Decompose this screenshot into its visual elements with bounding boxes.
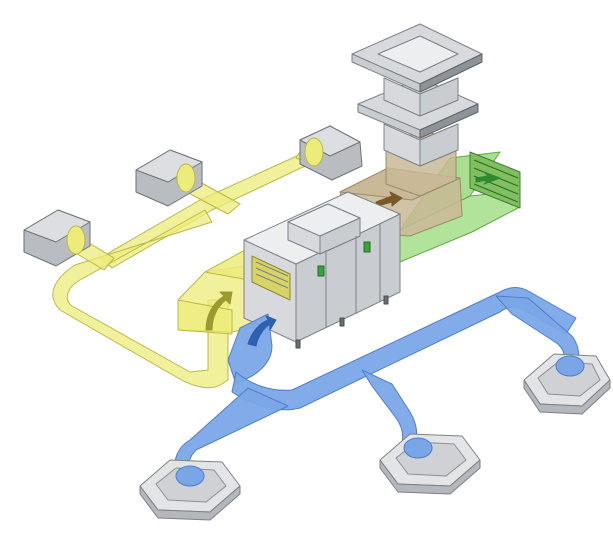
- return-grille-3: [299, 125, 363, 181]
- return-grille-2: [135, 149, 203, 207]
- return-grilles: [23, 125, 363, 267]
- ceiling-diffuser-3: [523, 353, 611, 415]
- ceiling-diffuser-1: [139, 459, 241, 521]
- return-plenum-front: [177, 291, 233, 335]
- supply-branch-middle: [361, 369, 418, 445]
- ahu: [243, 191, 401, 349]
- arrow-icon: [475, 171, 501, 185]
- arrow-icon: [247, 315, 277, 347]
- ceiling-diffusers: [139, 353, 611, 521]
- supply-air-duct-network: [174, 287, 580, 477]
- access-handle: [363, 241, 371, 253]
- access-handle: [317, 265, 325, 277]
- ceiling-diffuser-2: [379, 433, 481, 495]
- roof-cowl: [351, 23, 483, 167]
- return-grille-1: [23, 209, 91, 267]
- return-duct-loop: [52, 209, 229, 389]
- arrow-icon: [205, 291, 233, 331]
